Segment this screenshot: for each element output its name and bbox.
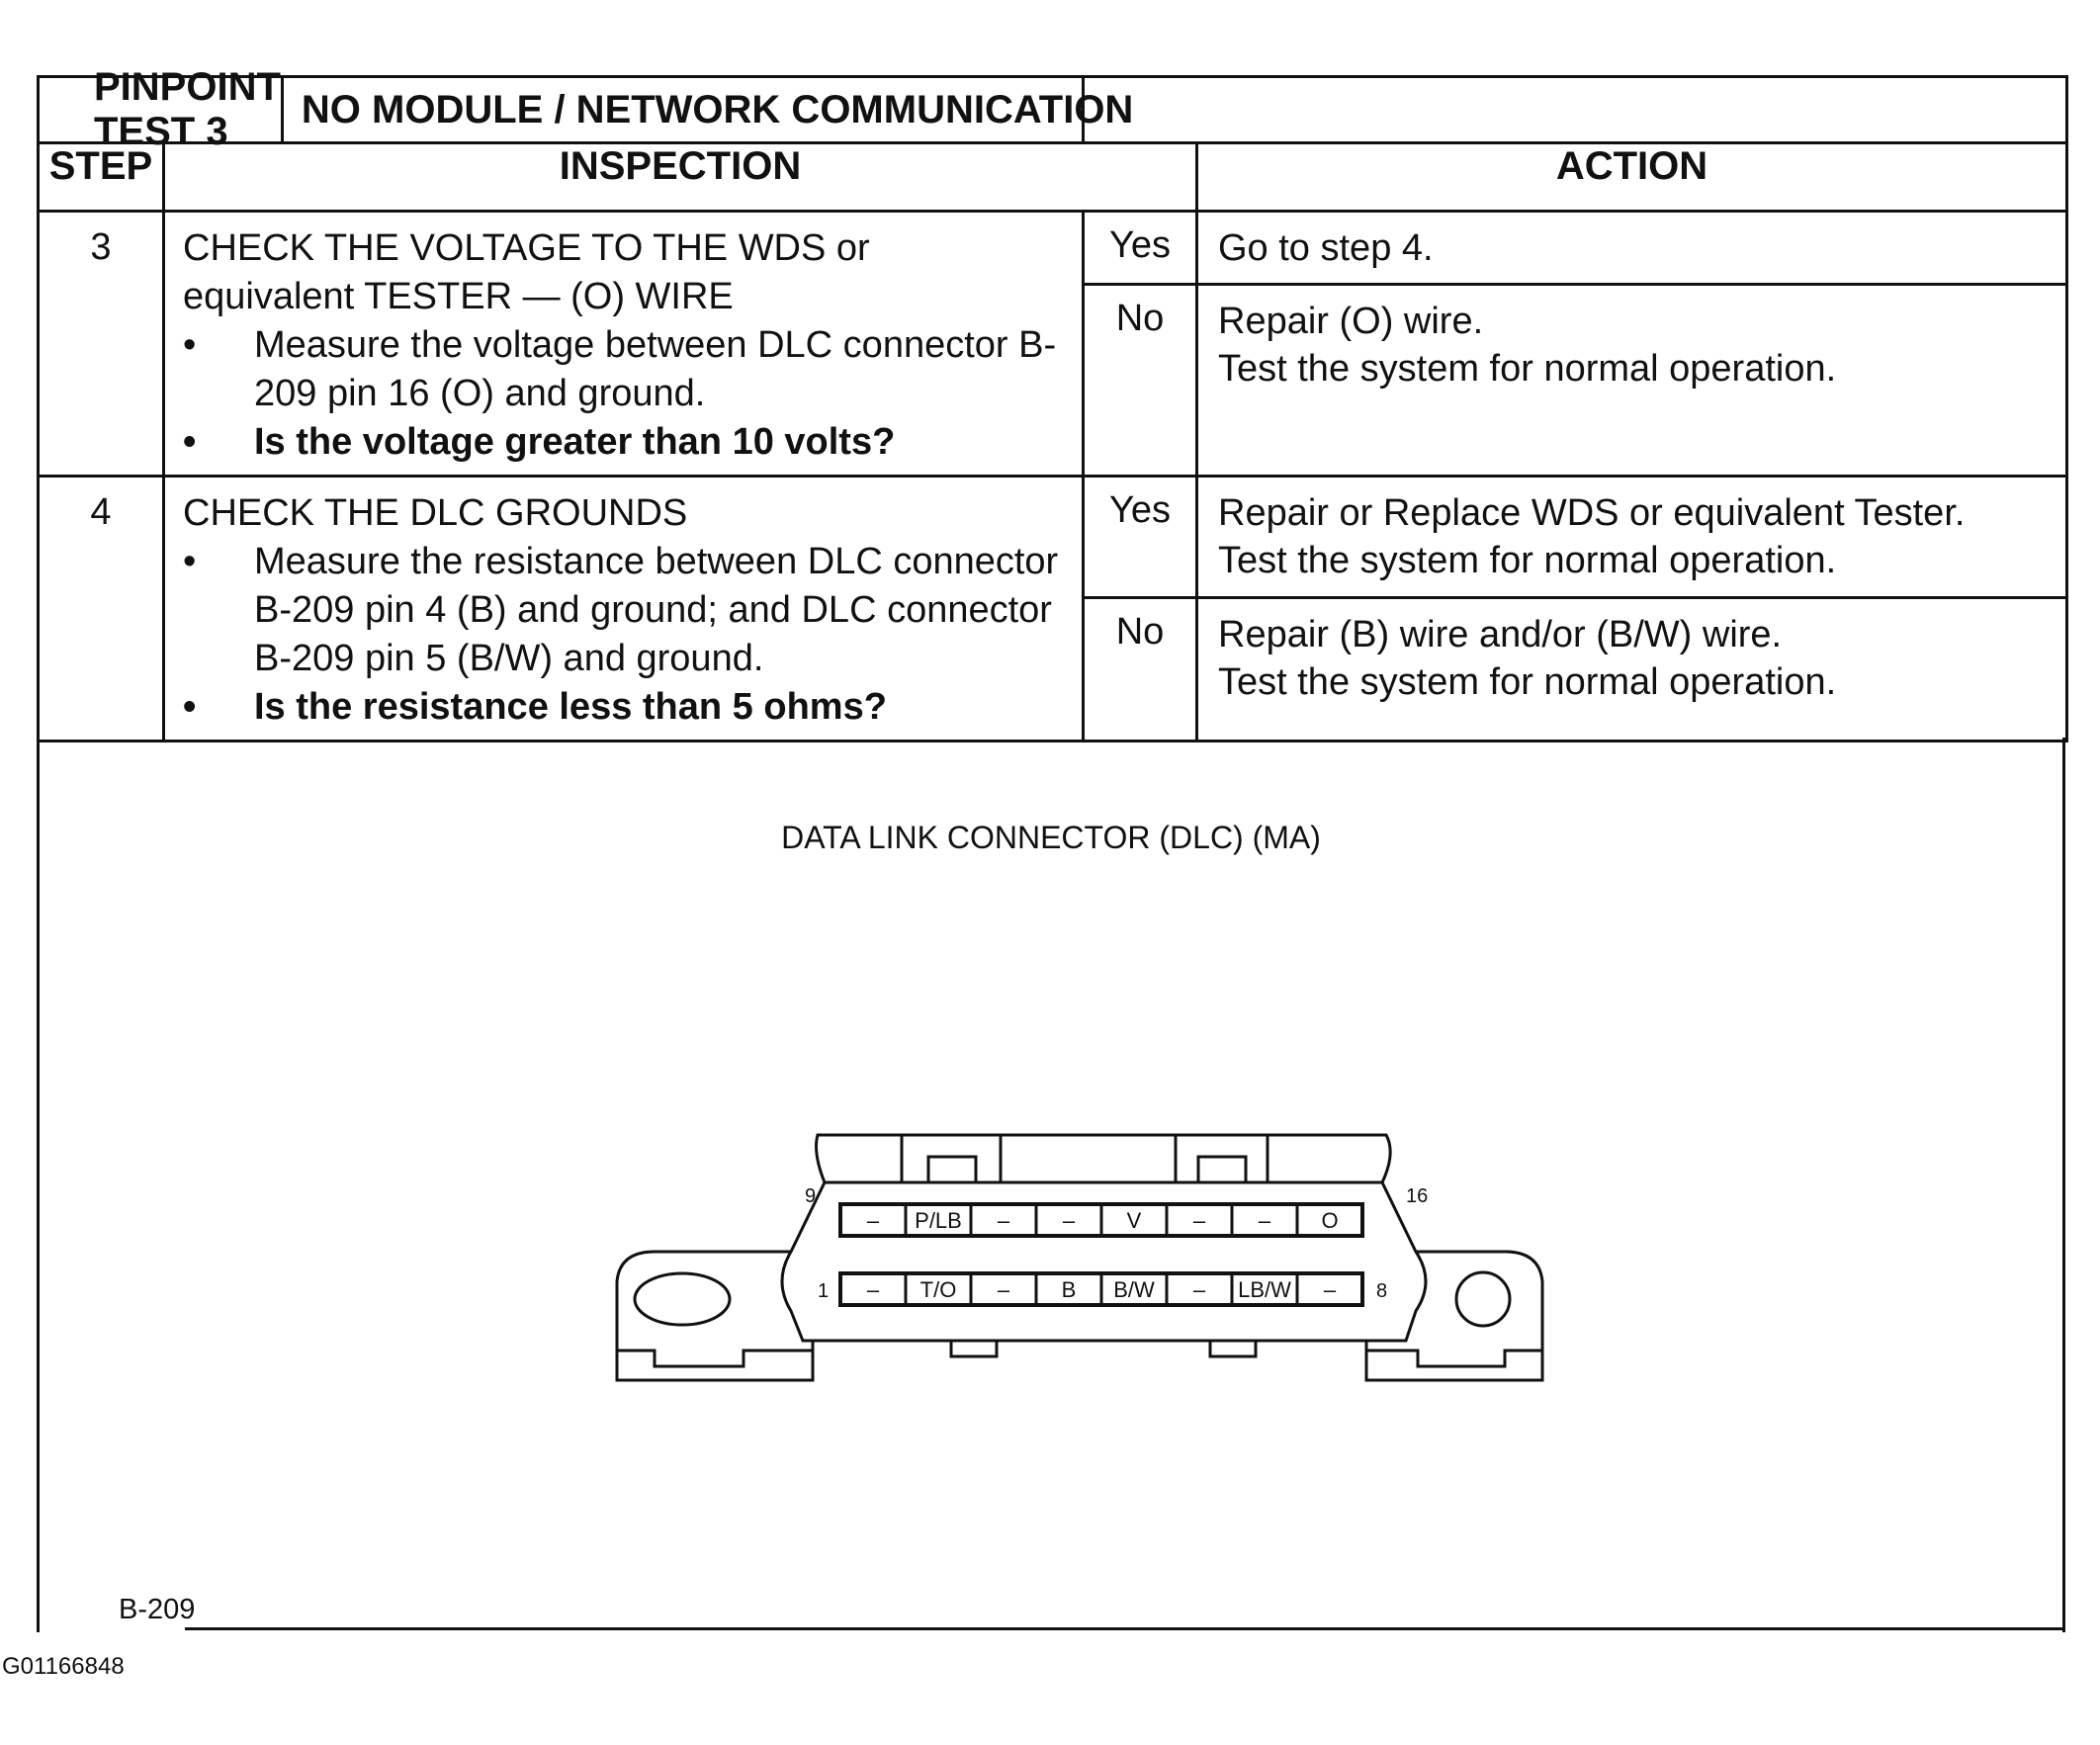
action-text: Repair (B) wire and/or (B/W) wire. [1218, 614, 1783, 656]
pin-bottom-label: B [1062, 1277, 1077, 1302]
inspection-title: CHECK THE DLC GROUNDS [183, 492, 688, 534]
left-mount-hole [633, 1271, 732, 1327]
step-number: 3 [37, 210, 165, 478]
bullet-text: Measure the voltage between DLC connecto… [254, 324, 1057, 414]
pinpoint-test-table: PINPOINT TEST 3 NO MODULE / NETWORK COMM… [37, 65, 2068, 742]
action-text: Test the system for normal operation. [1218, 347, 1837, 390]
right-flange-step [1366, 1349, 1542, 1368]
yes-label: Yes [1082, 474, 1198, 600]
step-header: STEP [37, 141, 165, 213]
pin-top-label: – [1193, 1208, 1206, 1233]
latch-tab [1196, 1155, 1248, 1184]
pin-bottom-label: – [1324, 1277, 1337, 1302]
test-label: PINPOINT TEST 3 [40, 65, 284, 153]
column-header-row: STEP INSPECTION ACTION [37, 141, 2068, 213]
pin-top-label: – [998, 1208, 1010, 1233]
pin-top-label: V [1127, 1208, 1142, 1233]
right-flange [1364, 1250, 1544, 1382]
action-header: ACTION [1195, 141, 2068, 213]
pin-bottom-label: – [998, 1277, 1010, 1302]
action-text: Test the system for normal operation. [1218, 540, 1837, 581]
pin-number-1: 1 [818, 1280, 829, 1302]
step-row: 3 CHECK THE VOLTAGE TO THE WDS or equiva… [37, 210, 2068, 478]
step-row-no: No Repair (B) wire and/or (B/W) wire. Te… [39, 596, 2068, 742]
pin-labels: – P/LB – – V – – O – T/O – B B/W – LB/W – [867, 1208, 1339, 1302]
inspection-cell: CHECK THE DLC GROUNDS • Measure the resis… [162, 475, 1085, 742]
yes-action: Repair or Replace WDS or equivalent Test… [1195, 474, 2068, 600]
yes-label: Yes [1082, 210, 1198, 286]
pin-top-label: – [867, 1208, 880, 1233]
pin-top-label: – [1259, 1208, 1271, 1233]
bullet-text: Is the voltage greater than 10 volts? [254, 421, 896, 463]
action-text: Repair (O) wire. [1218, 300, 1484, 342]
bullet-question: • Is the voltage greater than 10 volts? [183, 418, 1072, 467]
no-action: Repair (B) wire and/or (B/W) wire. Test … [1195, 596, 2068, 742]
pin-top-label: O [1321, 1208, 1338, 1233]
pin-top-label: P/LB [915, 1208, 962, 1233]
action-text: Go to step 4. [1218, 227, 1434, 269]
no-action: Repair (O) wire. Test the system for nor… [1195, 282, 2068, 479]
latch-tab [926, 1155, 978, 1184]
pin-bottom-label: – [867, 1277, 880, 1302]
inspection-title-cont: equivalent TESTER — (O) WIRE [183, 276, 734, 317]
right-mount-hole [1454, 1270, 1512, 1328]
bullet-icon: • [183, 541, 197, 582]
action-text: Repair or Replace WDS or equivalent Test… [1218, 492, 1966, 534]
pin-number-8: 8 [1376, 1280, 1387, 1302]
pin-number-9: 9 [805, 1185, 816, 1207]
inspection-title: CHECK THE VOLTAGE TO THE WDS or [183, 227, 870, 269]
pin-bottom-label: B/W [1113, 1277, 1155, 1302]
no-label: No [1082, 282, 1198, 479]
step-number: 4 [37, 475, 165, 742]
title-row: PINPOINT TEST 3 NO MODULE / NETWORK COMM… [37, 65, 2068, 153]
bullet-question: • Is the resistance less than 5 ohms? [183, 683, 1072, 732]
pin-top-label: – [1063, 1208, 1076, 1233]
bullet-icon: • [183, 421, 197, 463]
left-flange [615, 1250, 815, 1382]
no-label: No [1082, 596, 1198, 742]
test-title: NO MODULE / NETWORK COMMUNICATION [301, 87, 1134, 131]
pin-dividers [904, 1204, 1299, 1305]
connector-id-label: B-209 [119, 1594, 196, 1625]
connector-body [780, 1180, 1428, 1343]
bullet-icon: • [183, 324, 197, 366]
step-row-no: No Repair (O) wire. Test the system for … [39, 282, 2068, 479]
inspection-cell: CHECK THE VOLTAGE TO THE WDS or equivale… [162, 210, 1085, 478]
figure-id: G01166848 [2, 1653, 125, 1680]
pin-bottom-label: – [1193, 1277, 1206, 1302]
pin-bottom-label: T/O [920, 1277, 957, 1302]
step-row: 4 CHECK THE DLC GROUNDS • Measure the res… [37, 474, 2068, 742]
footer-rule [185, 1627, 2065, 1630]
yes-action: Go to step 4. [1195, 210, 2068, 286]
diagram-title: DATA LINK CONNECTOR (DLC) (MA) [781, 820, 1321, 855]
pinpoint-test-page: PINPOINT TEST 3 NO MODULE / NETWORK COMM… [37, 65, 2068, 1632]
connector-diagram-panel: DATA LINK CONNECTOR (DLC) (MA) [37, 738, 2065, 1632]
pin-bottom-label: LB/W [1238, 1277, 1291, 1302]
action-text: Test the system for normal operation. [1218, 661, 1837, 704]
dlc-connector-illustration: – P/LB – – V – – O – T/O – B B/W – LB/W – 9 16 1 8 [615, 1133, 1544, 1382]
left-flange-step [617, 1349, 813, 1368]
bullet-item: • Measure the voltage between DLC connect… [183, 321, 1072, 418]
bottom-tab [949, 1339, 999, 1358]
pin-number-16: 16 [1406, 1185, 1428, 1207]
bullet-icon: • [183, 686, 197, 728]
bottom-tab [1208, 1339, 1258, 1358]
bullet-item: • Measure the resistance between DLC conn… [183, 538, 1072, 683]
bullet-text: Is the resistance less than 5 ohms? [254, 686, 887, 728]
bullet-text: Measure the resistance between DLC conne… [254, 541, 1059, 679]
inspection-header: INSPECTION [162, 141, 1198, 213]
